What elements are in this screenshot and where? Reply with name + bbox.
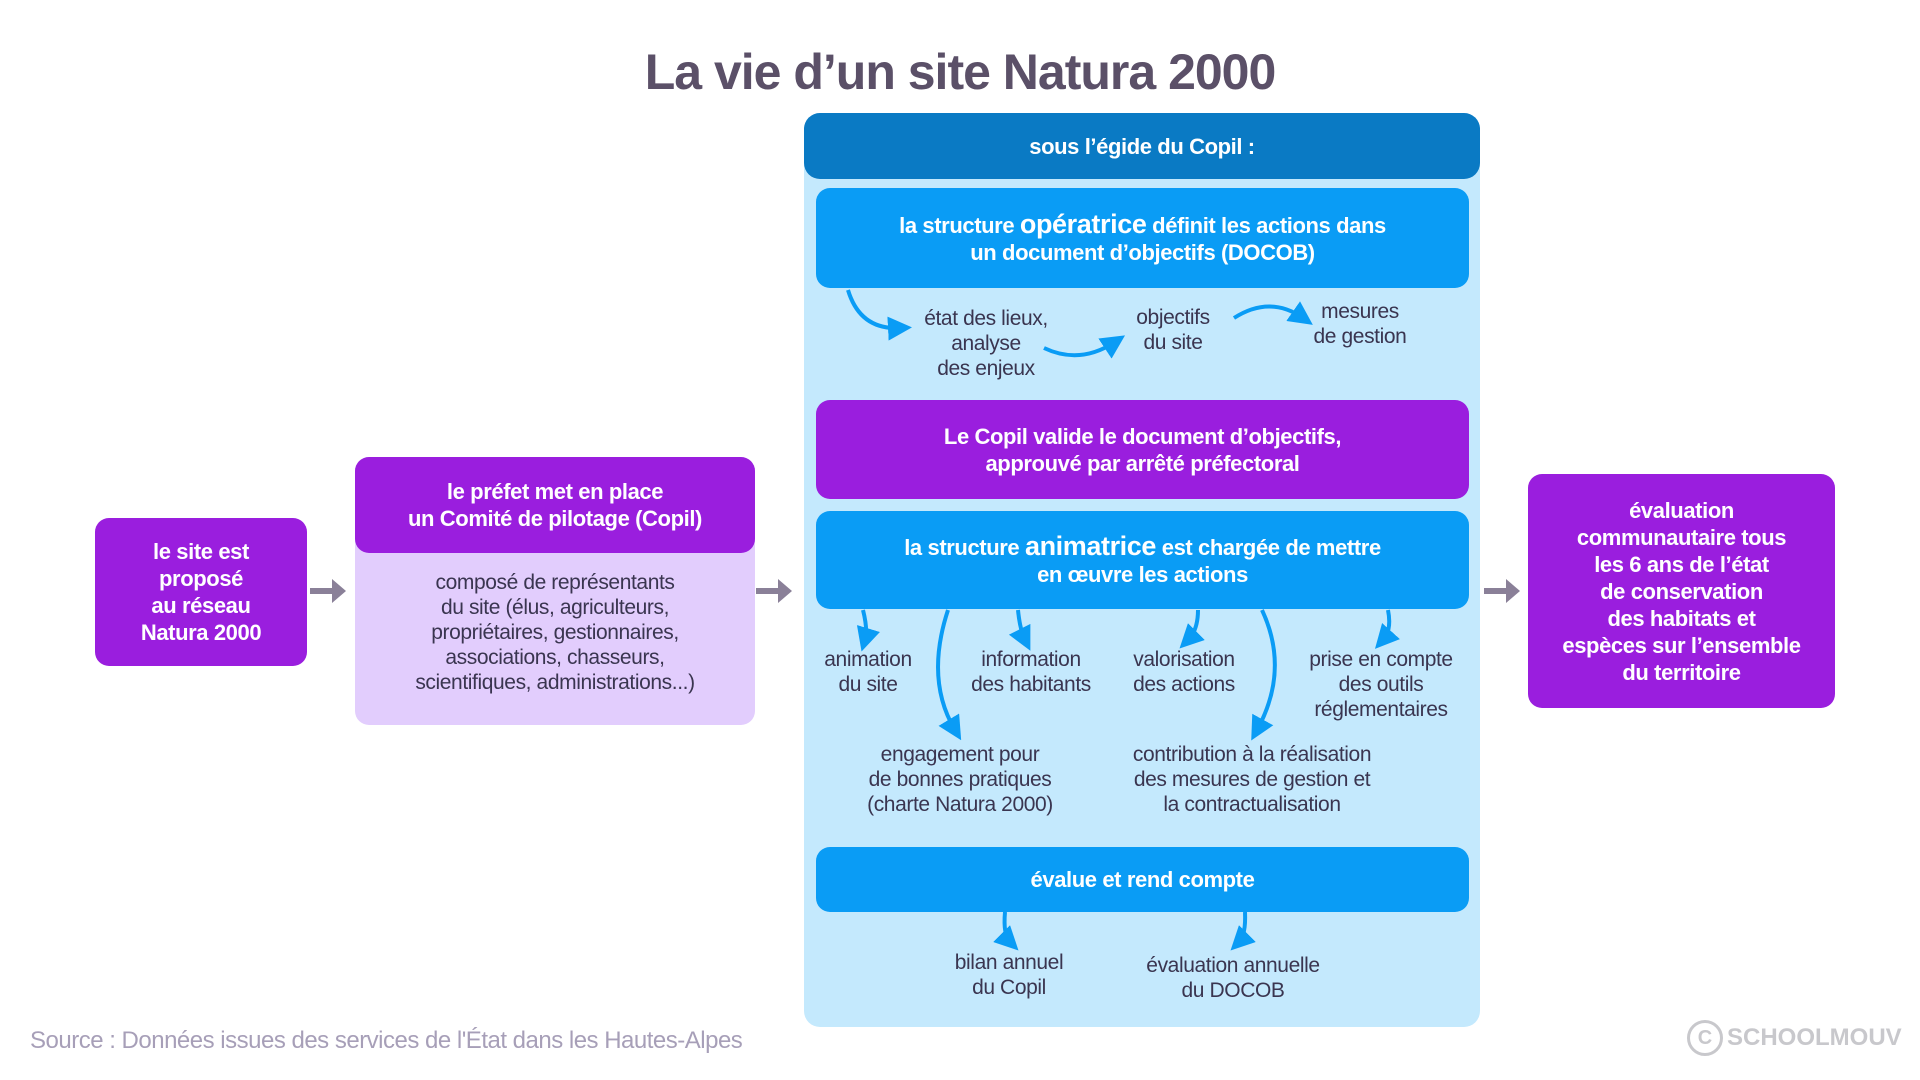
arrow	[1230, 911, 1256, 951]
evalue-box: évalue et rend compte	[816, 847, 1469, 912]
prefet-body: composé de représentants du site (élus, …	[355, 570, 755, 695]
text-line: animation	[824, 648, 912, 671]
text-line: mesures	[1321, 300, 1399, 323]
text-line: prise en compte	[1309, 648, 1453, 671]
arrow-right-icon	[310, 579, 346, 603]
text: en œuvre les actions	[1037, 561, 1248, 587]
text: Le Copil valide le document d’objectifs,	[943, 423, 1342, 449]
arrow	[856, 609, 880, 652]
line: des habitats et	[1607, 605, 1756, 631]
line: propriétaires, gestionnaires,	[431, 621, 679, 644]
text-line: objectifs	[1136, 306, 1210, 329]
line: le site est	[153, 539, 249, 564]
text: définit les actions dans	[1146, 212, 1386, 238]
text-line: information	[981, 648, 1081, 671]
line: proposé	[159, 566, 243, 591]
line: les 6 ans de l’état	[1594, 551, 1769, 577]
arrow	[993, 911, 1019, 951]
arrow	[1008, 609, 1031, 651]
emphasis: opératrice	[1019, 208, 1147, 239]
arrow	[1232, 301, 1313, 325]
operatrice-box: la structure opératrice définit les acti…	[816, 188, 1469, 288]
text-line: engagement pour	[880, 743, 1040, 766]
site-proposed-box: le site est proposé au réseau Natura 200…	[95, 518, 307, 666]
text-line: du site	[838, 673, 898, 696]
arrow	[1251, 609, 1277, 741]
arrow	[1179, 609, 1205, 649]
text: la structure	[899, 212, 1020, 238]
line: évaluation	[1629, 497, 1734, 523]
line: du territoire	[1622, 659, 1741, 685]
arrow-right-icon	[1484, 579, 1520, 603]
copyright-icon: C	[1687, 1020, 1723, 1056]
arrow-right-icon	[756, 579, 792, 603]
line: au réseau	[151, 593, 251, 618]
text-line: du Copil	[972, 976, 1046, 999]
evaluation-communautaire-box: évaluation communautaire tous les 6 ans …	[1528, 474, 1835, 708]
text-line: de gestion	[1313, 325, 1407, 348]
animatrice-box: la structure animatrice est chargée de m…	[816, 511, 1469, 609]
line: de conservation	[1600, 578, 1763, 604]
line: associations, chasseurs,	[445, 646, 665, 669]
text-line: valorisation	[1133, 648, 1235, 671]
text-line: la contractualisation	[1163, 793, 1341, 816]
source-note: Source : Données issues des services de …	[30, 1027, 743, 1054]
arrow	[846, 289, 912, 341]
emphasis: animatrice	[1024, 530, 1157, 561]
arrow	[936, 609, 962, 741]
text-line: évaluation annuelle	[1146, 954, 1320, 977]
text-line: des outils	[1338, 673, 1424, 696]
text-line: bilan annuel	[954, 951, 1064, 974]
text-line: des enjeux	[937, 357, 1035, 380]
prefet-header: le préfet met en place un Comité de pilo…	[355, 457, 755, 553]
text-line: contribution à la réalisation	[1132, 743, 1372, 766]
line: du site (élus, agriculteurs,	[440, 596, 670, 619]
text-line: des habitants	[971, 673, 1091, 696]
text: la structure	[904, 534, 1025, 560]
header-text: sous l’égide du Copil :	[1029, 133, 1255, 159]
copil-valide-box: Le Copil valide le document d’objectifs,…	[816, 400, 1469, 499]
arrow	[1043, 335, 1126, 359]
line: composé de représentants	[435, 571, 675, 594]
line: communautaire tous	[1576, 524, 1787, 550]
text-line: analyse	[951, 332, 1021, 355]
text-line: réglementaires	[1314, 698, 1448, 721]
text-line: de bonnes pratiques	[868, 768, 1052, 791]
text: est chargée de mettre	[1156, 534, 1381, 560]
text-line: du site	[1143, 331, 1203, 354]
line: scientifiques, administrations...)	[415, 671, 695, 694]
line: Natura 2000	[140, 620, 262, 645]
arrow	[1374, 609, 1400, 649]
text: évalue et rend compte	[1030, 867, 1255, 892]
text-line: des mesures de gestion et	[1133, 768, 1371, 791]
text-line: (charte Natura 2000)	[867, 793, 1053, 816]
page-title: La vie d’un site Natura 2000	[644, 44, 1277, 100]
line: le préfet met en place	[446, 479, 664, 504]
logo-text: SCHOOLMOUV	[1727, 1024, 1902, 1051]
schoolmouv-logo: C SCHOOLMOUV	[1687, 1020, 1907, 1056]
text-line: des actions	[1133, 673, 1235, 696]
text-line: du DOCOB	[1181, 979, 1285, 1002]
grey-arrows	[310, 579, 1520, 603]
text: un document d’objectifs (DOCOB)	[970, 239, 1315, 265]
copil-header: sous l’égide du Copil :	[804, 113, 1480, 179]
text: approuvé par arrêté préfectoral	[985, 450, 1300, 476]
line: un Comité de pilotage (Copil)	[408, 506, 702, 531]
line: espèces sur l’ensemble	[1562, 632, 1801, 658]
text-line: état des lieux,	[924, 307, 1048, 330]
